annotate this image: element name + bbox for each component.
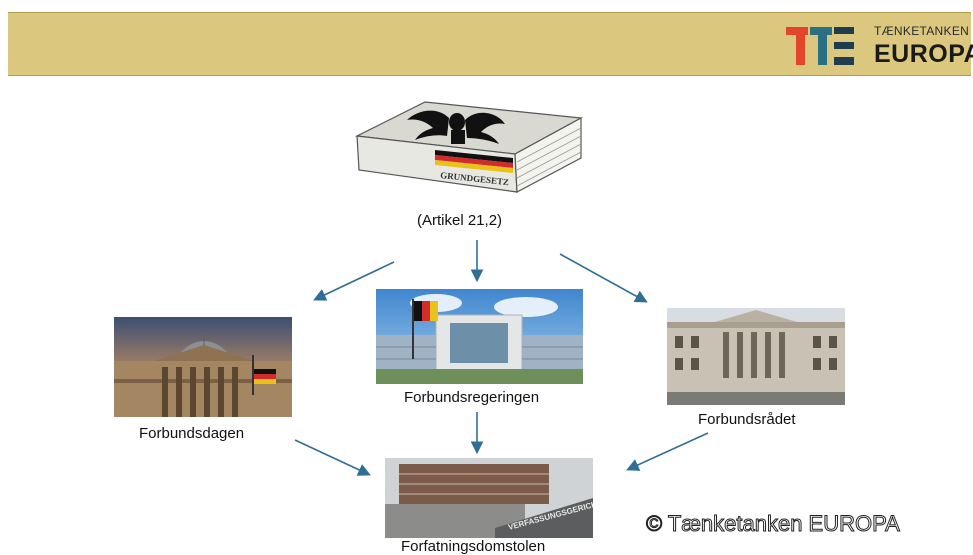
court-image: VERFASSUNGSGERICHT [385, 458, 593, 538]
logo-mark-icon [786, 27, 854, 65]
eagle-icon [407, 110, 505, 144]
grundgesetz-book-image: GRUNDGESETZ [354, 101, 583, 193]
arrow-book-to-bundestag [313, 261, 395, 301]
government-image [376, 289, 583, 384]
book-caption: (Artikel 21,2) [417, 212, 503, 229]
logo-text-small: TÆNKETANKEN [874, 24, 970, 38]
copyright-notice: © Tænketanken EUROPA [646, 511, 901, 537]
arrow-bundestag-to-court [294, 439, 371, 476]
bundesrat-image [667, 308, 845, 405]
arrow-bundesrat-to-court [626, 432, 709, 471]
node-label-court: Forfatningsdomstolen [401, 538, 546, 555]
logo-text-big: EUROPA [874, 40, 973, 68]
node-label-government: Forbundsregeringen [404, 389, 540, 406]
bundestag-image [114, 317, 292, 417]
header-band: TÆNKETANKEN EUROPA [8, 12, 973, 76]
arrow-book-to-bundesrat [559, 253, 648, 303]
node-label-bundesrat: Forbundsrådet [698, 411, 796, 428]
node-label-bundestag: Forbundsdagen [139, 425, 245, 442]
